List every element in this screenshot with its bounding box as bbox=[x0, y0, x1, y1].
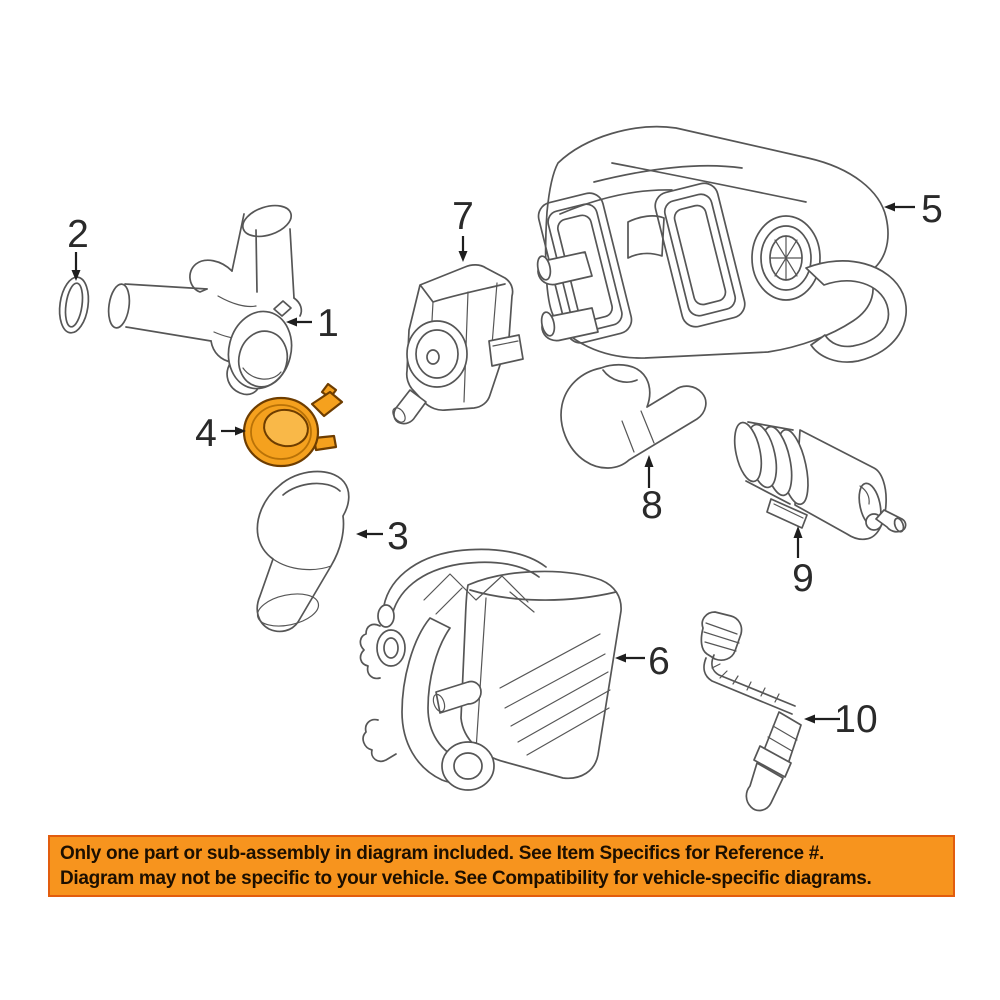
label-group-6: 6 bbox=[615, 640, 670, 683]
part-8-hose-drawing bbox=[560, 363, 707, 469]
part-label-2: 2 bbox=[67, 213, 89, 256]
disclaimer-banner: Only one part or sub-assembly in diagram… bbox=[48, 835, 955, 897]
part-label-9: 9 bbox=[792, 557, 814, 600]
part-2-seal-drawing bbox=[58, 276, 90, 334]
label-group-4: 4 bbox=[195, 412, 246, 455]
part-6-canister-bracket-drawing bbox=[359, 548, 622, 791]
label-group-1: 1 bbox=[286, 302, 339, 345]
part-label-5: 5 bbox=[921, 188, 943, 231]
label-group-5: 5 bbox=[884, 188, 943, 231]
part-1-air-tube-drawing bbox=[107, 204, 303, 396]
label-group-8: 8 bbox=[641, 455, 663, 527]
label-group-9: 9 bbox=[792, 526, 814, 600]
label-group-10: 10 bbox=[804, 698, 878, 741]
part-9-pump-drawing bbox=[733, 421, 907, 541]
part-label-10: 10 bbox=[834, 698, 877, 741]
part-7-solenoid-drawing bbox=[392, 264, 524, 425]
label-group-3: 3 bbox=[356, 515, 409, 558]
part-label-4: 4 bbox=[195, 412, 217, 455]
part-4-clamp-highlighted-drawing bbox=[242, 382, 344, 468]
part-10-oxygen-sensor-drawing bbox=[700, 611, 802, 812]
part-label-6: 6 bbox=[648, 640, 670, 683]
part-label-3: 3 bbox=[387, 515, 409, 558]
part-label-1: 1 bbox=[317, 302, 339, 345]
part-label-7: 7 bbox=[452, 195, 474, 238]
label-group-7: 7 bbox=[452, 195, 474, 262]
part-label-8: 8 bbox=[641, 484, 663, 527]
disclaimer-line-1: Only one part or sub-assembly in diagram… bbox=[60, 843, 824, 864]
part-5-evap-canister-drawing bbox=[536, 125, 908, 363]
label-group-2: 2 bbox=[67, 213, 89, 281]
disclaimer-line-2: Diagram may not be specific to your vehi… bbox=[60, 868, 872, 889]
part-3-elbow-hose-drawing bbox=[256, 470, 350, 633]
